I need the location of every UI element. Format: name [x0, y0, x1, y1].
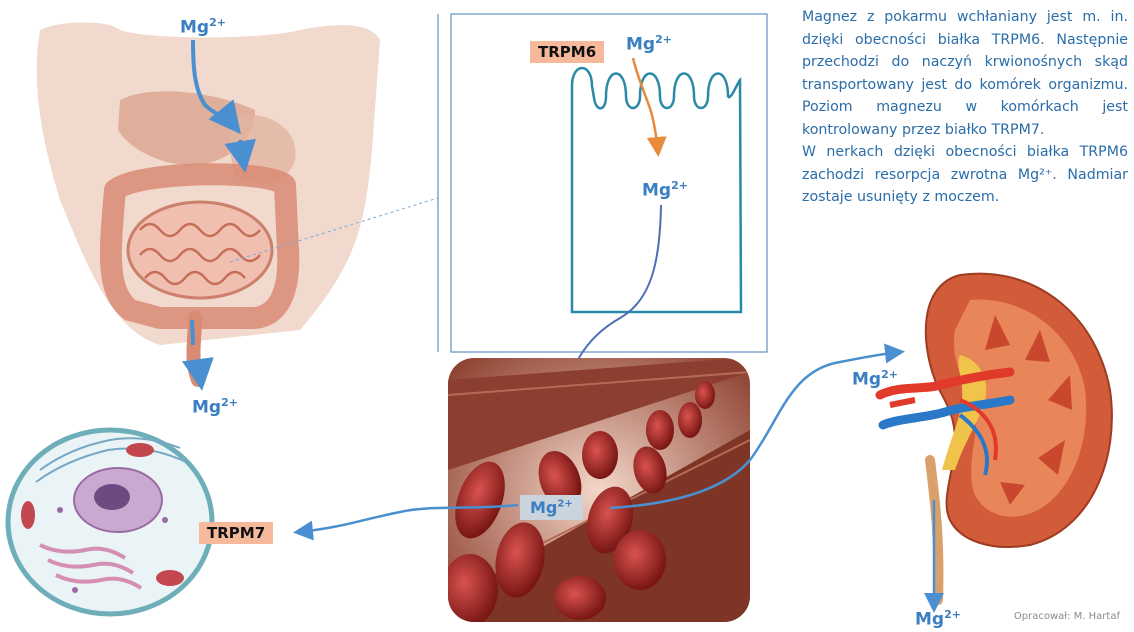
author-credit: Opracował: M. Hartaf	[1014, 611, 1120, 622]
mg-label-excretion: Mg2+	[192, 396, 238, 418]
blood-vessel-illustration	[442, 358, 750, 626]
trpm6-tag: TRPM6	[530, 41, 604, 63]
mg-label-enterocyte-mid: Mg2+	[642, 179, 688, 201]
mg-label-kidney-in: Mg2+	[852, 368, 898, 390]
body-cell-illustration	[8, 430, 212, 614]
kidney-illustration	[880, 274, 1112, 600]
description-text: Magnez z pokarmu wchłaniany jest m. in. …	[802, 6, 1128, 209]
mg-label-enterocyte-top: Mg2+	[626, 33, 672, 55]
zoom-frame	[451, 14, 767, 352]
description-paragraph-2: W nerkach dzięki obecności białka TRPM6 …	[802, 141, 1128, 209]
mg-label-intake: Mg2+	[180, 16, 226, 38]
mg-label-blood: Mg2+	[520, 495, 583, 520]
trpm7-tag: TRPM7	[199, 522, 273, 544]
description-paragraph-1: Magnez z pokarmu wchłaniany jest m. in. …	[802, 6, 1128, 141]
torso-illustration	[37, 23, 380, 384]
excretion-arrow	[192, 320, 193, 345]
mg-label-urine: Mg2+	[915, 608, 961, 630]
